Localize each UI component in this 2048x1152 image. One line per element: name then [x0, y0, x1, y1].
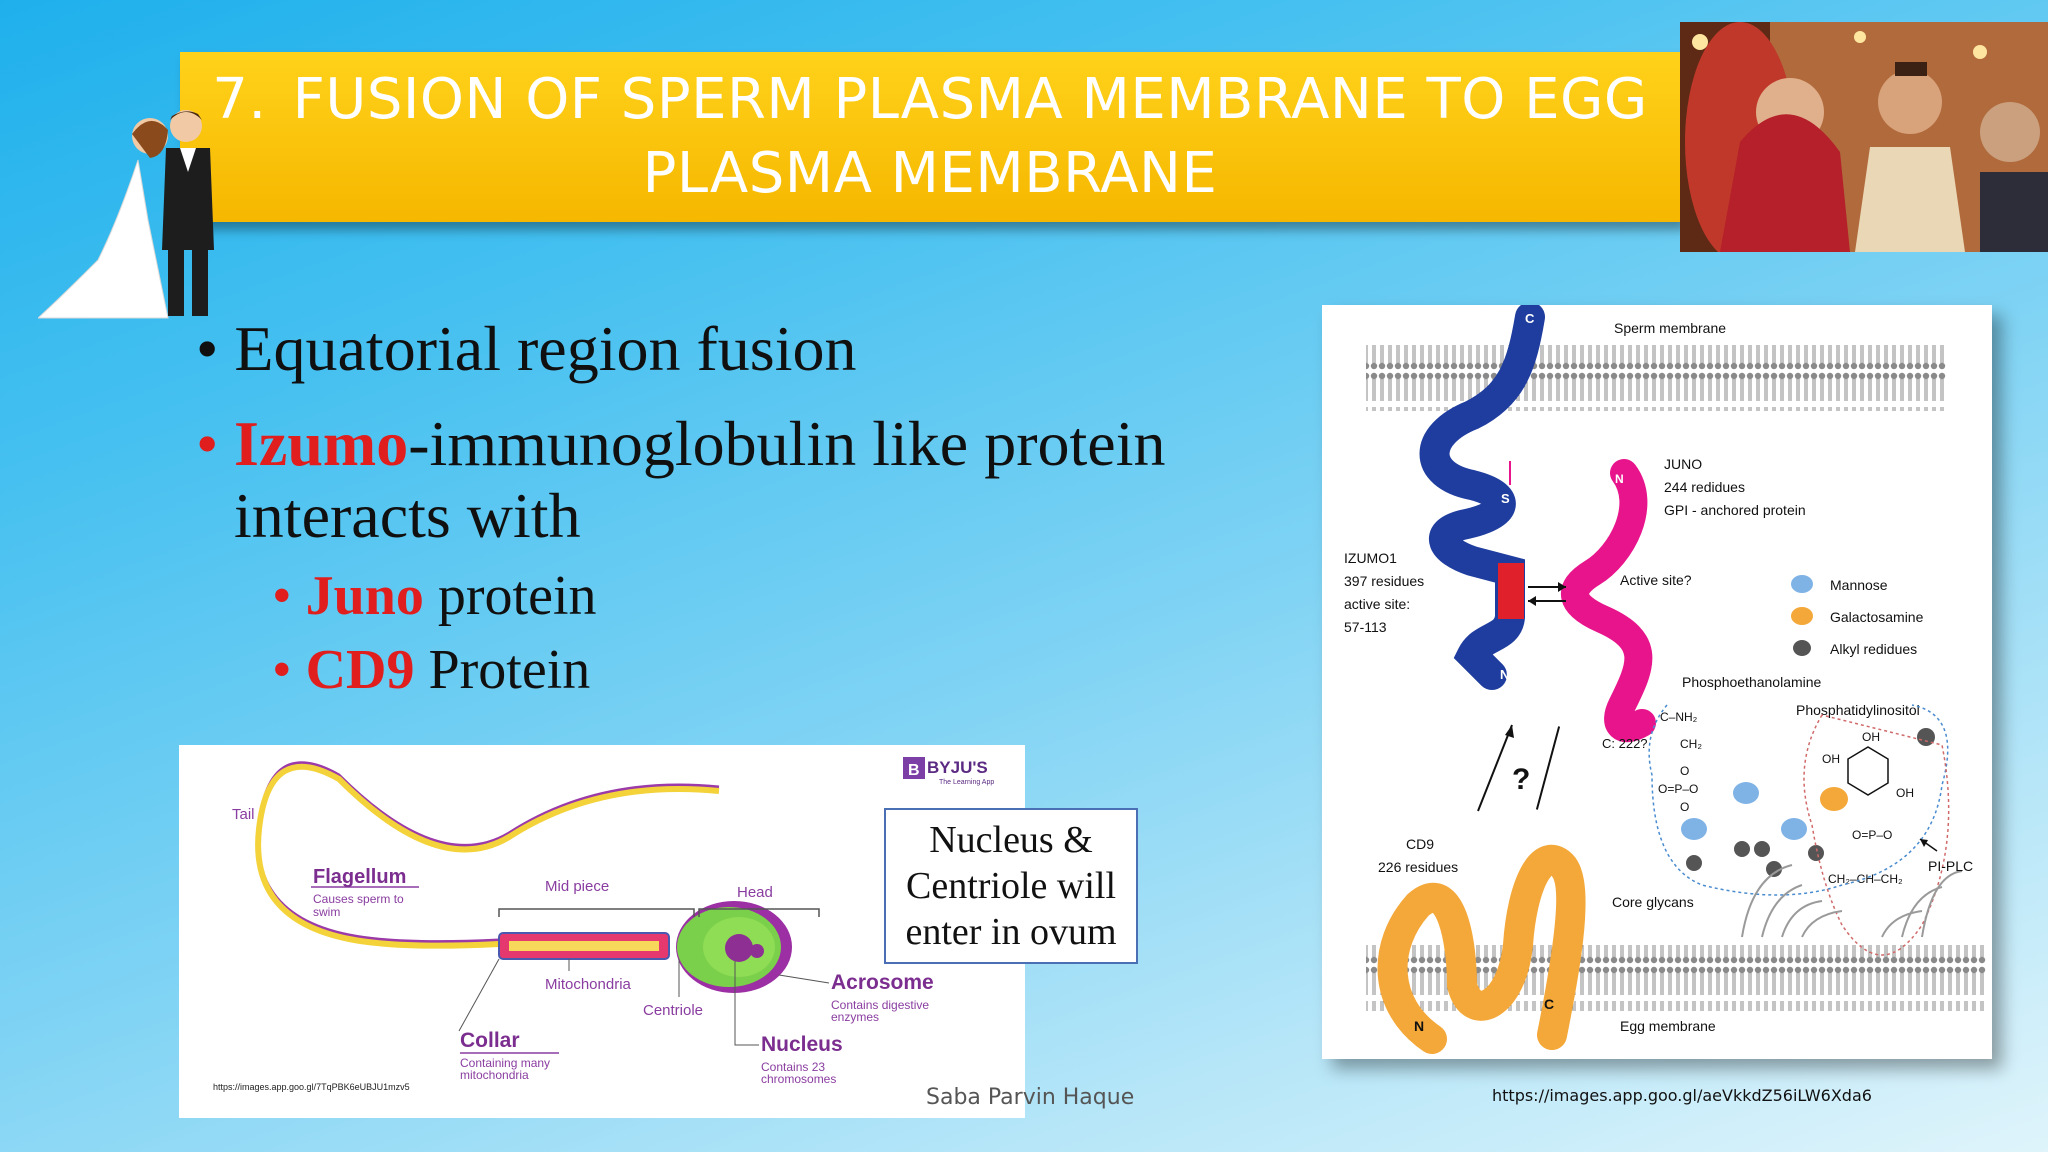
label-acrosome-desc-1: Contains digestive	[831, 998, 929, 1012]
cd9-highlight: CD9	[305, 639, 415, 701]
chem-o-1: O	[1680, 764, 1689, 778]
label-head: Head	[737, 884, 773, 901]
label-acrosome: Acrosome	[831, 971, 934, 994]
title-text: FUSION OF SPERM PLASMA MEMBRANE TO EGG P…	[292, 67, 1648, 206]
label-cd9: CD9	[1406, 836, 1434, 852]
legend-galactosamine: Galactosamine	[1830, 609, 1924, 625]
bullet-text: Protein	[414, 639, 591, 701]
wedding-photo	[1680, 22, 2048, 252]
label-izumo-range: 57-113	[1344, 619, 1387, 635]
bullet-text: Equatorial region fusion	[234, 313, 857, 384]
bride-groom-icon	[36, 110, 214, 319]
wedding-photo-image	[1680, 22, 2048, 252]
byjus-brand: BYJU'S	[927, 758, 988, 777]
disulfide-s1: S	[1501, 446, 1510, 461]
byjus-brand-sub: The Learning App	[939, 779, 994, 786]
label-phosphatidylinositol: Phosphatidylinositol	[1796, 702, 1920, 718]
label-flagellum-desc-2: swim	[313, 905, 340, 919]
label-mitochondria: Mitochondria	[545, 976, 632, 993]
label-juno: JUNO	[1664, 456, 1702, 472]
label-nucleus-desc-1: Contains 23	[761, 1060, 825, 1074]
label-acrosome-desc-2: enzymes	[831, 1010, 879, 1024]
chem-ch2: CH₂	[1680, 737, 1702, 751]
galactosamine-icon	[1791, 607, 1813, 625]
sperm-diagram-url[interactable]: https://images.app.goo.gl/7TqPBK6eUBJU1m…	[213, 1082, 410, 1092]
label-izumo-active: active site:	[1344, 596, 1410, 612]
question-mark: ?	[1512, 763, 1530, 796]
label-izumo-residues: 397 residues	[1344, 573, 1424, 589]
label-mid-piece: Mid piece	[545, 878, 609, 895]
label-active-site: Active site?	[1620, 572, 1692, 588]
cd9-protein	[1377, 845, 1586, 1054]
nucleus-note-text: Nucleus & Centriole will enter in ovum	[905, 819, 1117, 953]
label-flagellum-desc-1: Causes sperm to	[313, 892, 404, 906]
label-tail: Tail	[232, 806, 255, 823]
chem-opo2: O=P–O	[1852, 828, 1892, 842]
legend-mannose: Mannose	[1830, 577, 1888, 593]
core-glycans	[1741, 864, 1963, 938]
label-c222: C: 222?	[1602, 736, 1648, 751]
bullet-dot: •	[196, 408, 219, 479]
author-name: Saba Parvin Haque	[926, 1085, 1135, 1110]
chem-nh2: C–NH₂	[1660, 710, 1698, 724]
label-centriole: Centriole	[643, 1002, 703, 1019]
fusion-diagram-svg: Sperm membrane Egg membrane C N S S N JU…	[1344, 305, 1986, 1054]
label-collar-desc-1: Containing many	[460, 1056, 550, 1070]
label-phosphoethanolamine: Phosphoethanolamine	[1682, 674, 1822, 690]
bullet-izumo: • Izumo-immunoglobulin like protein inte…	[196, 408, 1296, 552]
bullet-equatorial: • Equatorial region fusion	[196, 312, 856, 386]
title-number: 7.	[212, 67, 267, 132]
alkyl-icon	[1793, 640, 1811, 656]
label-izumo1: IZUMO1	[1344, 550, 1397, 566]
label-egg-membrane: Egg membrane	[1620, 1018, 1716, 1034]
inositol-ring	[1847, 746, 1889, 796]
juno-protein	[1561, 459, 1656, 743]
chem-oh-right: OH	[1896, 786, 1914, 800]
chem-o-2: O	[1680, 800, 1689, 814]
juno-n-terminus: N	[1615, 472, 1624, 486]
label-collar-desc-2: mitochondria	[460, 1068, 529, 1082]
label-juno-residues: 244 redidues	[1664, 479, 1745, 495]
sub-bullet-cd9: • CD9 Protein	[272, 638, 590, 702]
sperm-membrane-bilayer	[1366, 345, 1946, 411]
cd9-n-terminus: N	[1414, 1018, 1424, 1034]
bride-groom-clipart	[36, 100, 228, 330]
izumo-juno-fusion-diagram: Sperm membrane Egg membrane C N S S N JU…	[1322, 305, 1992, 1059]
izumo-n-terminus: N	[1500, 667, 1509, 682]
label-pi-plc: PI-PLC	[1928, 858, 1973, 874]
bullet-dot: •	[272, 565, 292, 627]
fusion-diagram-url[interactable]: https://images.app.goo.gl/aeVkkdZ56iLW6X…	[1492, 1086, 1872, 1105]
label-nucleus: Nucleus	[761, 1033, 843, 1056]
label-collar: Collar	[460, 1029, 520, 1052]
label-flagellum: Flagellum	[313, 866, 406, 888]
disulfide-s2: S	[1501, 491, 1510, 506]
bullet-text: -immunoglobulin like protein interacts w…	[234, 408, 1166, 551]
bullet-dot: •	[196, 313, 219, 384]
bullet-dot: •	[272, 639, 292, 701]
byjus-logo-icon	[903, 757, 925, 779]
cd9-c-terminus: C	[1544, 996, 1554, 1012]
chem-oh-left: OH	[1822, 752, 1840, 766]
juno-highlight: Juno	[305, 565, 424, 627]
label-cd9-residues: 226 residues	[1378, 859, 1458, 875]
nucleus-note-box: Nucleus & Centriole will enter in ovum	[884, 808, 1138, 964]
izumo-c-terminus: C	[1525, 311, 1535, 326]
label-juno-gpi: GPI - anchored protein	[1664, 502, 1806, 518]
bullet-text: protein	[423, 565, 597, 627]
sub-bullet-juno: • Juno protein	[272, 564, 597, 628]
legend-alkyl: Alkyl redidues	[1830, 641, 1917, 657]
label-core-glycans: Core glycans	[1612, 894, 1694, 910]
label-nucleus-desc-2: chromosomes	[761, 1072, 836, 1086]
svg-text:B: B	[908, 762, 920, 779]
izumo-highlight: Izumo	[234, 408, 409, 479]
label-sperm-membrane: Sperm membrane	[1614, 320, 1726, 336]
chem-oh-top: OH	[1862, 730, 1880, 744]
slide-title: 7. FUSION OF SPERM PLASMA MEMBRANE TO EGG…	[200, 63, 1660, 211]
mannose-icon	[1791, 575, 1813, 593]
title-banner: 7. FUSION OF SPERM PLASMA MEMBRANE TO EGG…	[180, 52, 1680, 222]
bullet-body: Izumo-immunoglobulin like protein intera…	[196, 408, 1296, 552]
chem-opo: O=P–O	[1658, 782, 1698, 796]
sperm-diagram-svg: B BYJU'S The Learning App Tail Flagellum…	[213, 757, 994, 1092]
